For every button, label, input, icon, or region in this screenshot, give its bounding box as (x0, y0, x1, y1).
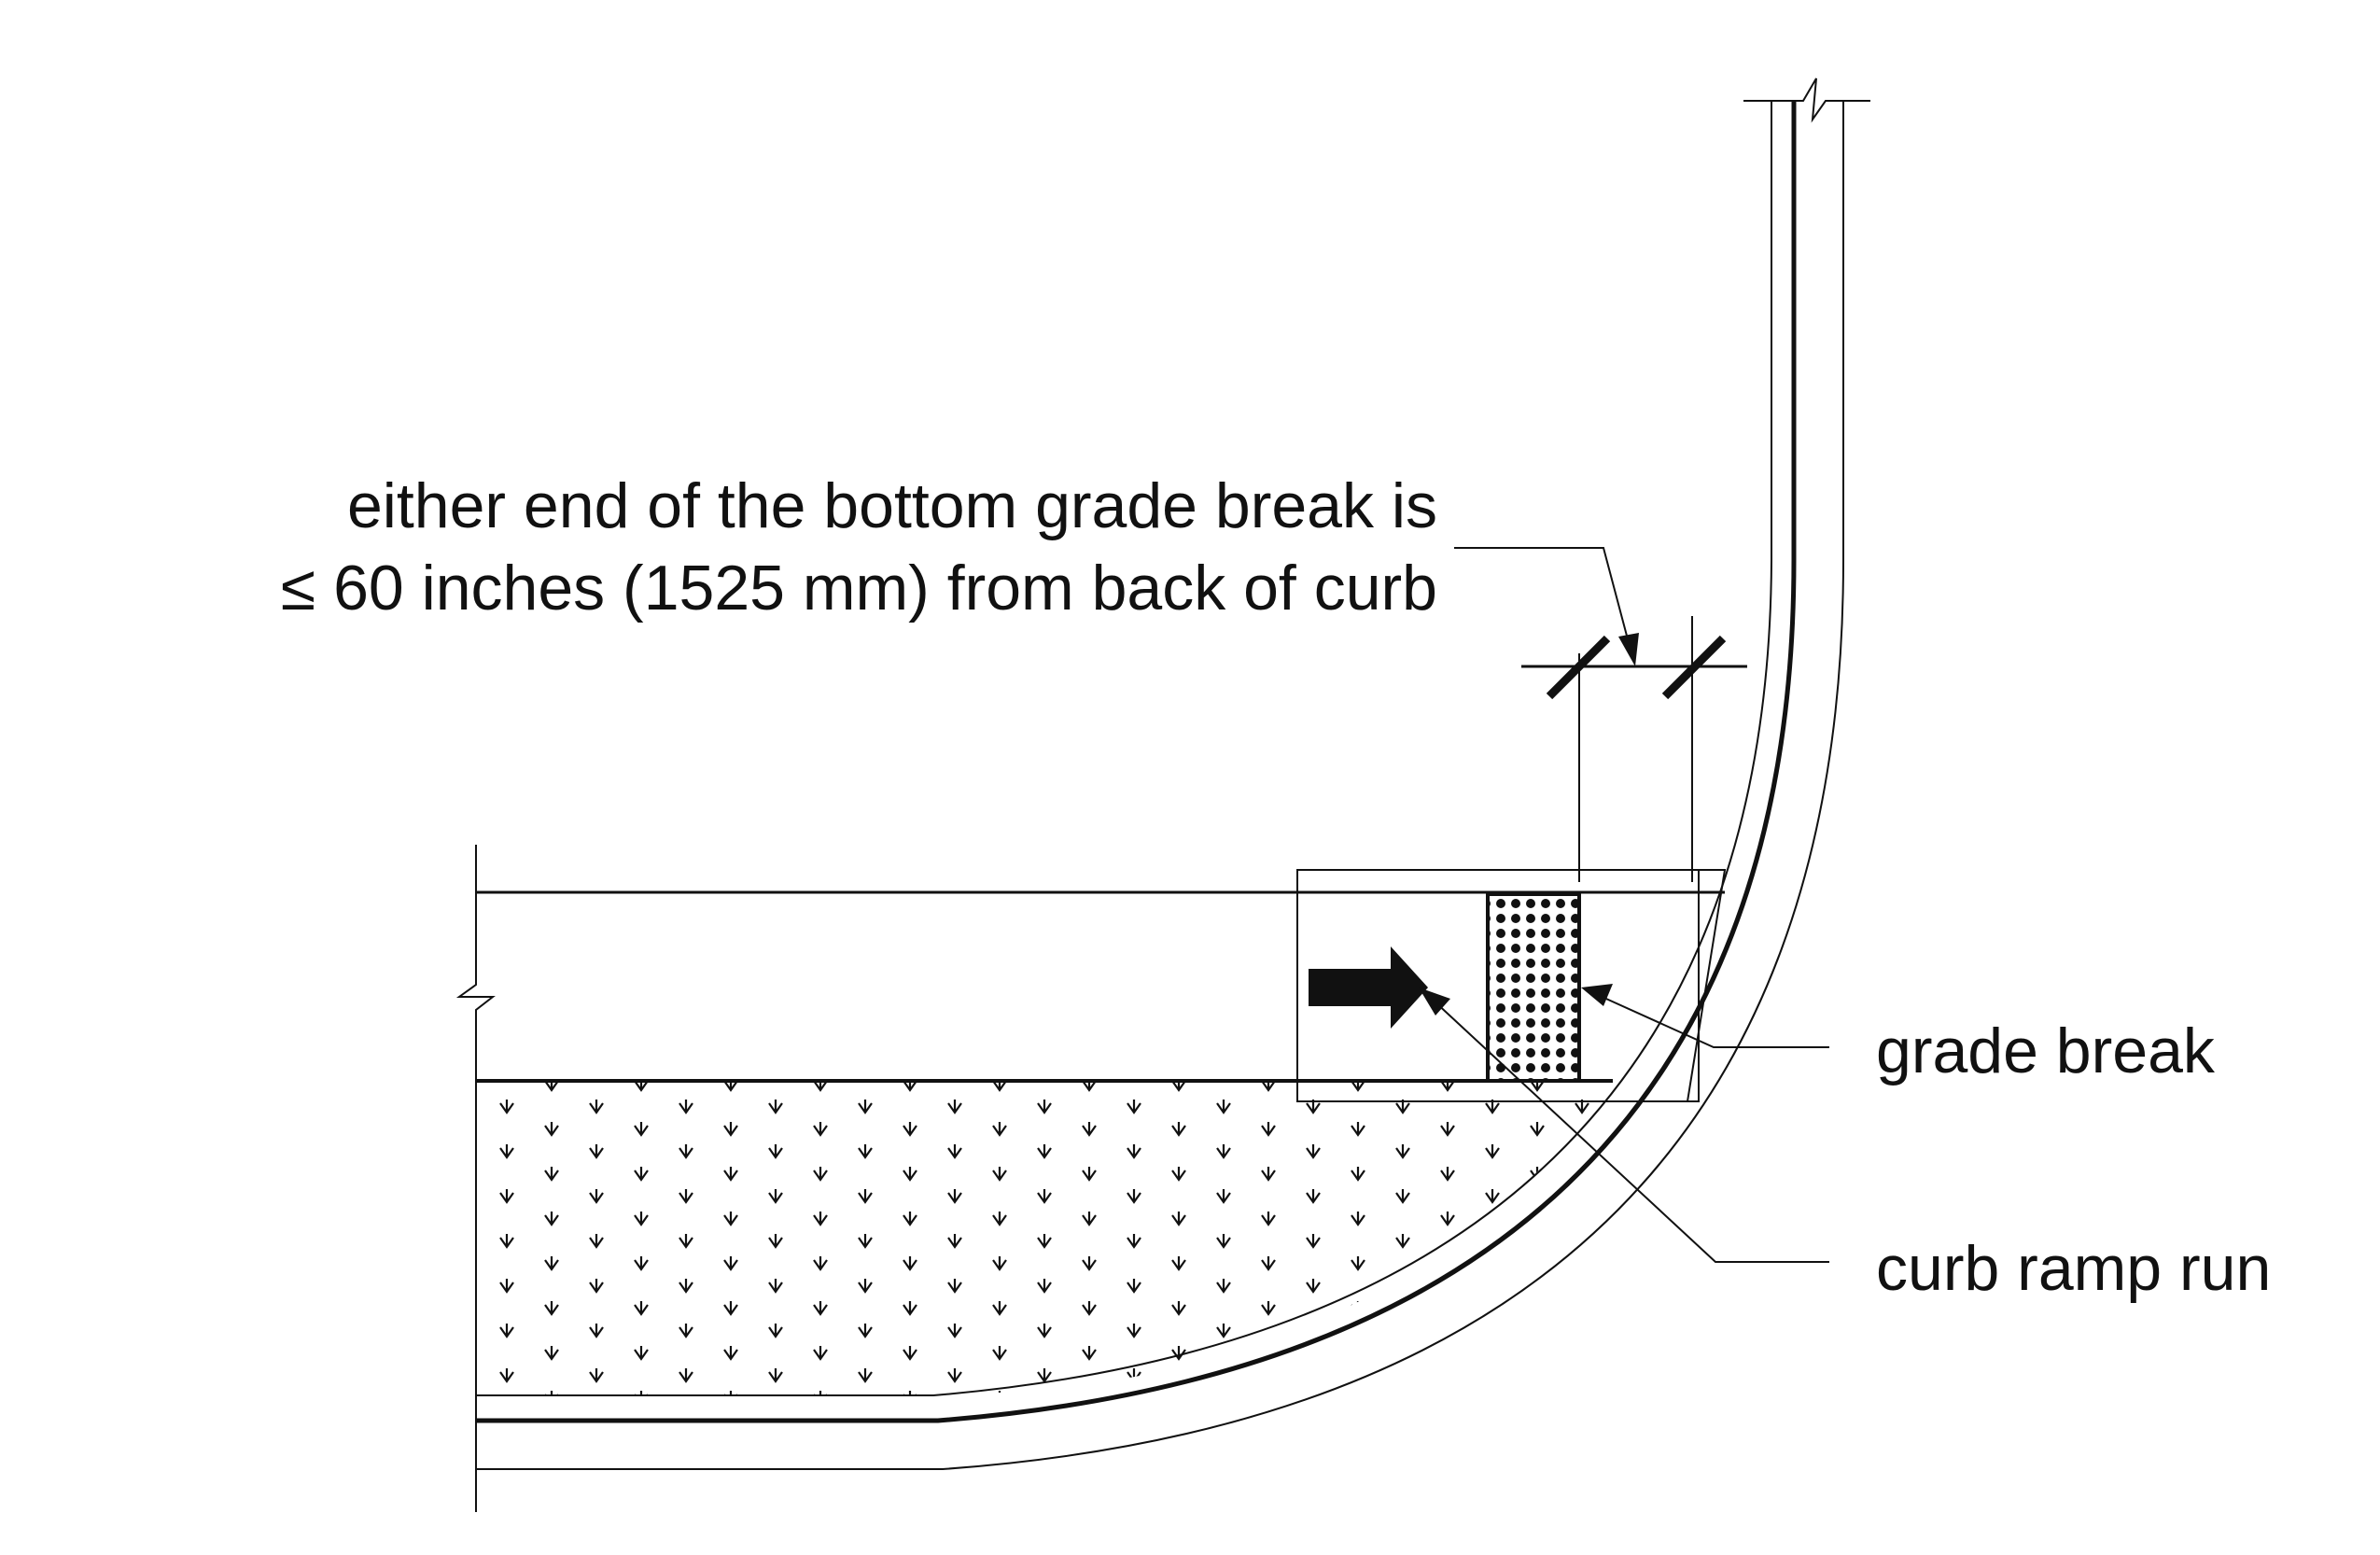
curb-line-outer (476, 101, 1844, 1470)
grade-break-label: grade break (1876, 1016, 2215, 1086)
curb-line-back (476, 101, 1797, 1423)
annotation-leader-arrowhead (1618, 633, 1639, 666)
annotation-line-1: either end of the bottom grade break is (346, 470, 1437, 541)
grade-break-leader-arrowhead (1581, 984, 1613, 1006)
grade-break-leader-line (1597, 994, 1829, 1048)
annotation-leader-line (1454, 547, 1632, 654)
grade-break-band (1486, 892, 1581, 1083)
left-break-line (455, 845, 496, 1512)
curb-ramp-run-label: curb ramp run (1876, 1233, 2272, 1304)
annotation-line-2: ≤ 60 inches (1525 mm) from back of curb (280, 553, 1437, 623)
dimension-tick-left (1546, 635, 1611, 700)
dimension-tick-right (1661, 635, 1727, 700)
ramp-direction-arrow-icon (1309, 946, 1428, 1029)
curb-ramp-run-leader-line (1433, 1000, 1829, 1263)
curb-ramp-box (1296, 869, 1700, 1102)
curb-ramp-run-leader-arrowhead (1419, 988, 1450, 1016)
lawn-hatch-area (478, 1083, 1615, 1394)
top-break-line (1743, 77, 1870, 123)
curb-line-inner (476, 101, 1772, 1396)
